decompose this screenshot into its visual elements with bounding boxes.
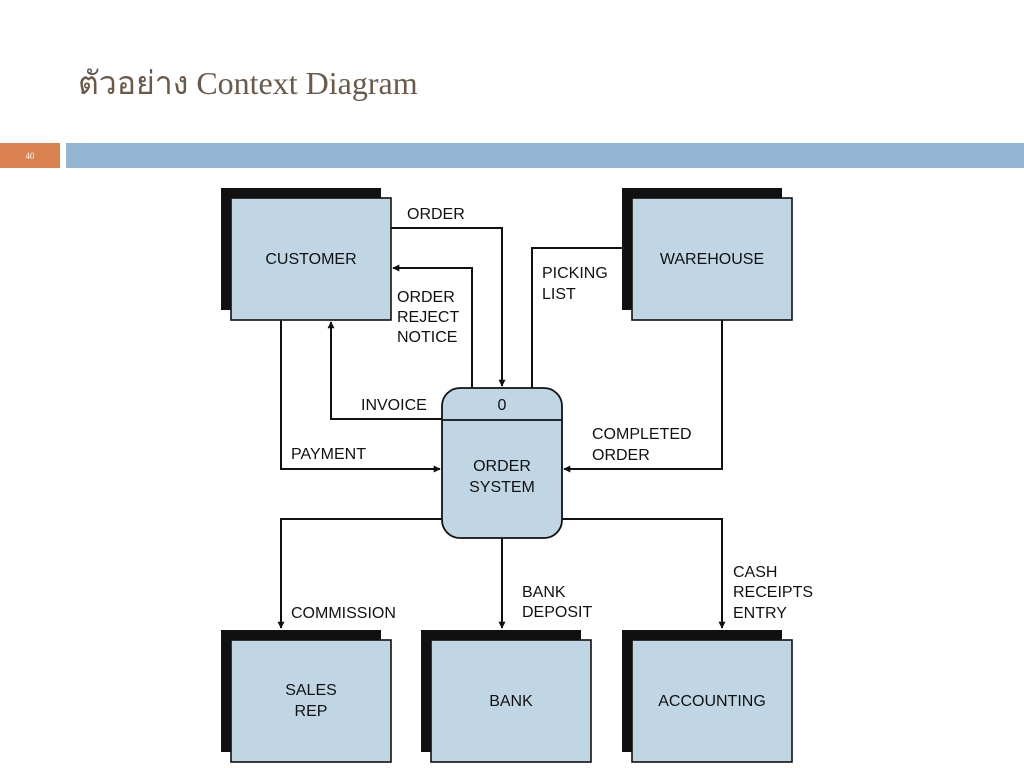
entity-warehouse: WAREHOUSE [622,188,793,321]
entity-customer: CUSTOMER [221,188,392,321]
title-bar [66,143,1024,168]
flow-invoice-label: INVOICE [361,397,427,414]
flow-completed-order-label-line2: ORDER [592,447,650,464]
flow-bank-deposit-label-line1: BANK [522,584,566,601]
flow-bank-deposit-label-line2: DEPOSIT [522,604,592,621]
entity-bank-label: BANK [489,693,533,710]
flow-invoice [327,321,442,420]
process-order-system: 0 ORDER SYSTEM [441,387,563,539]
page-number-badge: 40 [0,143,60,168]
entity-sales-rep-label-line1: SALES [285,682,337,699]
entity-accounting-label: ACCOUNTING [658,693,766,710]
entity-bank: BANK [421,630,592,763]
flow-cash-receipts-entry-label-line1: CASH [733,564,777,581]
flow-order-label: ORDER [407,206,465,223]
process-name-line1: ORDER [473,458,531,475]
flow-payment-label: PAYMENT [291,446,366,463]
entity-sales-rep: SALES REP [221,630,392,763]
flow-order-reject-notice-label-line2: REJECT [397,309,459,326]
flow-cash-receipts-entry-label-line2: RECEIPTS [733,584,813,601]
flow-cash-receipts-entry [562,518,726,629]
flow-order [391,227,506,387]
process-number: 0 [498,397,507,414]
entity-customer-label: CUSTOMER [265,251,356,268]
flow-cash-receipts-entry-label-line3: ENTRY [733,605,787,622]
flow-picking-list [531,244,631,388]
flow-commission [277,518,442,629]
entity-accounting: ACCOUNTING [622,630,793,763]
flow-order-reject-notice [392,264,473,388]
flow-order-reject-notice-label-line3: NOTICE [397,329,457,346]
flow-picking-list-label-line2: LIST [542,286,576,303]
entity-sales-rep-label-line2: REP [295,703,328,720]
flow-picking-list-label-line1: PICKING [542,265,608,282]
flow-payment [280,320,441,473]
process-name-line2: SYSTEM [469,479,535,496]
flow-completed-order [563,320,723,473]
entity-warehouse-label: WAREHOUSE [660,251,764,268]
flow-completed-order-label-line1: COMPLETED [592,426,692,443]
flow-order-reject-notice-label-line1: ORDER [397,289,455,306]
flow-commission-label: COMMISSION [291,605,396,622]
slide-title: ตัวอย่าง Context Diagram [78,65,418,101]
